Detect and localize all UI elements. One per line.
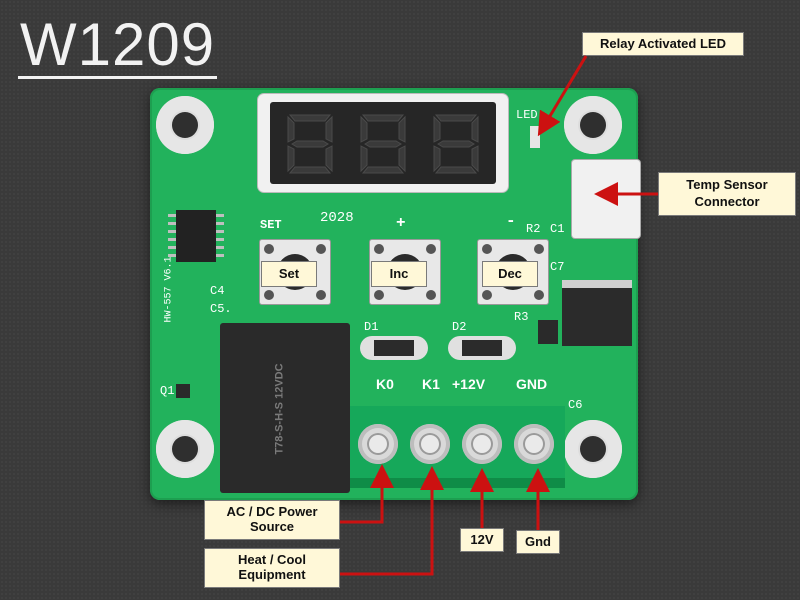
12v-callout: 12V: [460, 528, 504, 552]
screw-terminal-block: [350, 406, 565, 488]
led-silk-label: LED: [516, 108, 538, 122]
relay-led-callout: Relay Activated LED: [582, 32, 744, 56]
heat-cool-callout: Heat / Cool Equipment: [204, 548, 340, 588]
d2-silk-label: D2: [452, 320, 467, 334]
microcontroller-chip: [168, 210, 224, 262]
c7-silk-label: C7: [550, 260, 565, 274]
screw-12v[interactable]: [462, 424, 502, 464]
display-digit-2: [360, 114, 406, 174]
code-silk-label: 2028: [320, 210, 354, 226]
relay-marking: T78-S-H-S 12VDC: [273, 363, 286, 455]
mounting-hole-top-left: [156, 96, 214, 154]
screw-gnd[interactable]: [514, 424, 554, 464]
temp-sensor-callout: Temp Sensor Connector: [658, 172, 796, 216]
q1-silk-label: Q1: [160, 384, 175, 398]
c6-silk-label: C6: [568, 398, 583, 412]
relay-led: [530, 126, 540, 148]
page-title: W1209: [18, 11, 218, 79]
voltage-regulator: [562, 288, 632, 346]
terminal-label-gnd: GND: [516, 376, 548, 392]
display-digit-3: [433, 114, 479, 174]
model-silk-label: HW-557 V6.1: [163, 256, 175, 323]
d1-silk-label: D1: [364, 320, 379, 334]
diode-d1: [360, 336, 428, 360]
gnd-callout: Gnd: [516, 530, 560, 554]
inc-button-label: Inc: [371, 261, 427, 287]
c4-silk-label: C4: [210, 284, 225, 298]
smd-component-r3: [538, 320, 558, 344]
terminal-label-12v: +12V: [452, 376, 486, 392]
terminal-label-k1: K1: [422, 376, 440, 392]
c1-silk-label: C1: [550, 222, 565, 236]
diode-d2: [448, 336, 516, 360]
seven-segment-display: [258, 94, 508, 192]
transistor-q1: [176, 384, 190, 398]
mounting-hole-bottom-right: [564, 420, 622, 478]
power-source-callout: AC / DC Power Source: [204, 500, 340, 540]
plus-silk-label: +: [396, 214, 406, 232]
dec-button-label: Dec: [482, 261, 538, 287]
relay: T78-S-H-S 12VDC: [220, 323, 350, 493]
minus-silk-label: -: [506, 212, 516, 230]
mounting-hole-top-right: [564, 96, 622, 154]
mounting-hole-bottom-left: [156, 420, 214, 478]
temp-sensor-connector: [572, 160, 640, 238]
r2-silk-label: R2: [526, 222, 541, 236]
set-silk-label: SET: [260, 218, 282, 232]
pcb-board: LED SET 2028 + - R2 C1 C7 R3 C6 C4 C5. Q…: [150, 88, 640, 500]
display-digit-1: [287, 114, 333, 174]
terminal-label-k0: K0: [376, 376, 394, 392]
r3-silk-label: R3: [514, 310, 529, 324]
c5-silk-label: C5.: [210, 302, 232, 316]
screw-k1[interactable]: [410, 424, 450, 464]
set-button-label: Set: [261, 261, 317, 287]
regulator-tab: [562, 280, 632, 290]
screw-k0[interactable]: [358, 424, 398, 464]
